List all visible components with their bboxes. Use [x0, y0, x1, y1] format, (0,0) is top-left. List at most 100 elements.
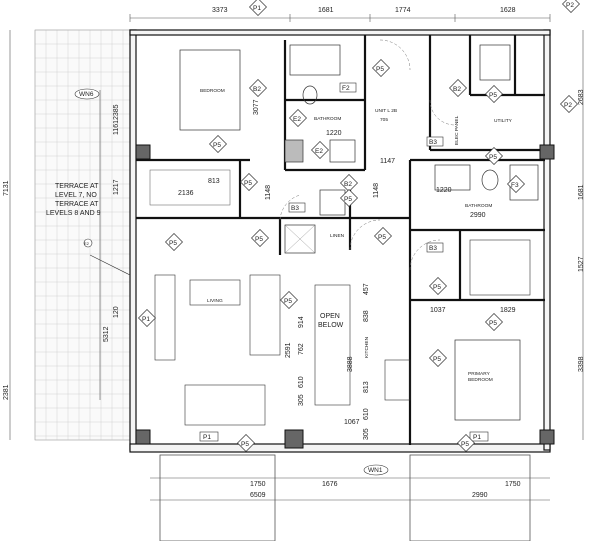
svg-text:B3: B3 [429, 245, 437, 252]
tag-p5-a: B2 [249, 79, 267, 97]
svg-text:P5: P5 [213, 142, 221, 149]
fixtures [149, 44, 539, 426]
dim-top-4: 1628 [500, 7, 516, 14]
svg-text:P2: P2 [566, 2, 574, 9]
svg-text:P1: P1 [473, 434, 481, 441]
dim-762: 762 [298, 343, 305, 355]
tag-p3-f: P5 [165, 233, 183, 251]
dim-left-1: 7131 [3, 180, 10, 196]
tag-b2-c: B3 [426, 242, 444, 253]
svg-text:P5: P5 [489, 154, 497, 161]
dim-left-inner-4: 120 [113, 306, 120, 318]
room-bedroom: BEDROOM [200, 88, 225, 94]
tag-p1-top: P1 [249, 0, 267, 16]
svg-text:B2: B2 [253, 86, 261, 93]
room-kitchen: KITCHEN [364, 336, 370, 358]
exterior-walls [129, 29, 551, 453]
tag-p3-h: P5 [280, 291, 298, 309]
svg-text:P5: P5 [489, 92, 497, 99]
dim-left-inner-2: 1161 [113, 120, 120, 135]
dim-left-inner-3: 1217 [113, 179, 120, 195]
tag-p3-a: P5 [372, 59, 390, 77]
terrace-note-1: TERRACE AT [55, 183, 99, 190]
columns [135, 144, 555, 449]
terrace-note-2: LEVEL 7, NO [55, 192, 97, 199]
interior-walls [136, 35, 545, 445]
dim-2990: 2990 [470, 212, 486, 219]
tag-p3-o: P5 [237, 434, 255, 452]
svg-text:P5: P5 [284, 298, 292, 305]
dim-top-2: 1681 [318, 7, 334, 14]
dim-bottom-5: 2990 [472, 492, 488, 499]
tag-p3-c: P5 [240, 173, 258, 191]
svg-text:E2: E2 [293, 116, 301, 123]
svg-text:P5: P5 [376, 66, 384, 73]
finish-tags: P1 P5 B2 F2 E2 E2 P5 P5 B2 P5 B3 B3 B3 P… [83, 0, 580, 452]
dim-bottom-2: 1676 [322, 481, 338, 488]
dim-1037: 1037 [430, 307, 446, 314]
tag-p2-a: P2 [560, 95, 578, 113]
dim-left-3: 2381 [3, 384, 10, 400]
tag-p1-bottom-b: P1 [469, 431, 489, 442]
tag-p3-m: P5 [485, 85, 503, 103]
dim-right-1: 2683 [578, 89, 585, 105]
dim-1148-b: 1148 [373, 183, 380, 198]
svg-text:P1: P1 [203, 434, 211, 441]
tag-p3-n: P5 [457, 434, 475, 452]
svg-text:P5: P5 [255, 236, 263, 243]
room-elec-panel: ELEC PANEL [454, 115, 460, 145]
unit-label-1: UNIT L 2B [375, 108, 397, 114]
tag-b2-a: B3 [288, 202, 306, 213]
tag-b3-a: F2 [339, 82, 357, 93]
tag-f3-b: E2 [311, 141, 329, 159]
tag-b2-b: B3 [426, 136, 444, 147]
dimension-labels: 3373 1681 1774 1628 1750 1676 1750 6509 … [3, 7, 585, 499]
dim-305-a: 305 [298, 394, 305, 406]
dim-1148-a: 1148 [265, 185, 272, 200]
dim-right-2: 1681 [578, 184, 585, 200]
svg-text:E2: E2 [315, 148, 323, 155]
svg-text:B2: B2 [453, 86, 461, 93]
svg-text:P2: P2 [564, 102, 572, 109]
dim-610-a: 610 [298, 376, 305, 388]
tag-p1-bottom-a: P1 [199, 431, 219, 442]
room-utility: UTILITY [494, 118, 513, 124]
tag-p3-i: P5 [429, 277, 447, 295]
tag-f3-a: E2 [289, 109, 307, 127]
svg-text:F2: F2 [342, 85, 350, 92]
svg-text:P5: P5 [433, 284, 441, 291]
dim-305-b: 305 [363, 428, 370, 440]
dim-838: 838 [363, 310, 370, 322]
open-below-2: BELOW [318, 322, 344, 329]
terrace-note-4: LEVELS 8 AND 9 [46, 210, 101, 217]
room-labels: BEDROOM BATHROOM BATHROOM LIVING PRIMARY… [200, 88, 513, 383]
svg-text:P5: P5 [244, 180, 252, 187]
dim-left-inner-1: 2385 [113, 104, 120, 120]
dim-1147: 1147 [380, 158, 395, 165]
dim-right-3: 1527 [578, 256, 585, 272]
wn6-tag: WN6 [79, 91, 94, 98]
dim-left-2: 5312 [103, 326, 110, 342]
svg-text:E2: E2 [84, 241, 90, 246]
wn1-tag: WN1 [368, 467, 383, 474]
dim-1067: 1067 [344, 419, 360, 426]
svg-text:P1: P1 [253, 5, 261, 12]
dimension-lines [9, 14, 584, 501]
dim-2136: 2136 [178, 190, 194, 197]
svg-text:P5: P5 [378, 234, 386, 241]
svg-text:B2: B2 [344, 181, 352, 188]
terrace-note: TERRACE AT LEVEL 7, NO TERRACE AT LEVELS… [46, 183, 131, 276]
room-linen: LINEN [330, 233, 345, 239]
room-bathroom-1: BATHROOM [314, 116, 341, 122]
room-primary-bedroom-2: BEDROOM [468, 377, 493, 383]
open-below-note: OPEN BELOW [318, 313, 344, 329]
tag-p1-left: P1 [138, 309, 156, 327]
svg-text:B3: B3 [429, 139, 437, 146]
tag-p3-b: P5 [209, 135, 227, 153]
dim-3077: 3077 [253, 99, 260, 115]
room-living: LIVING [207, 298, 223, 304]
dim-914: 914 [298, 316, 305, 328]
tag-e2: E2 [83, 238, 93, 248]
tag-p2-b: P2 [562, 0, 580, 13]
